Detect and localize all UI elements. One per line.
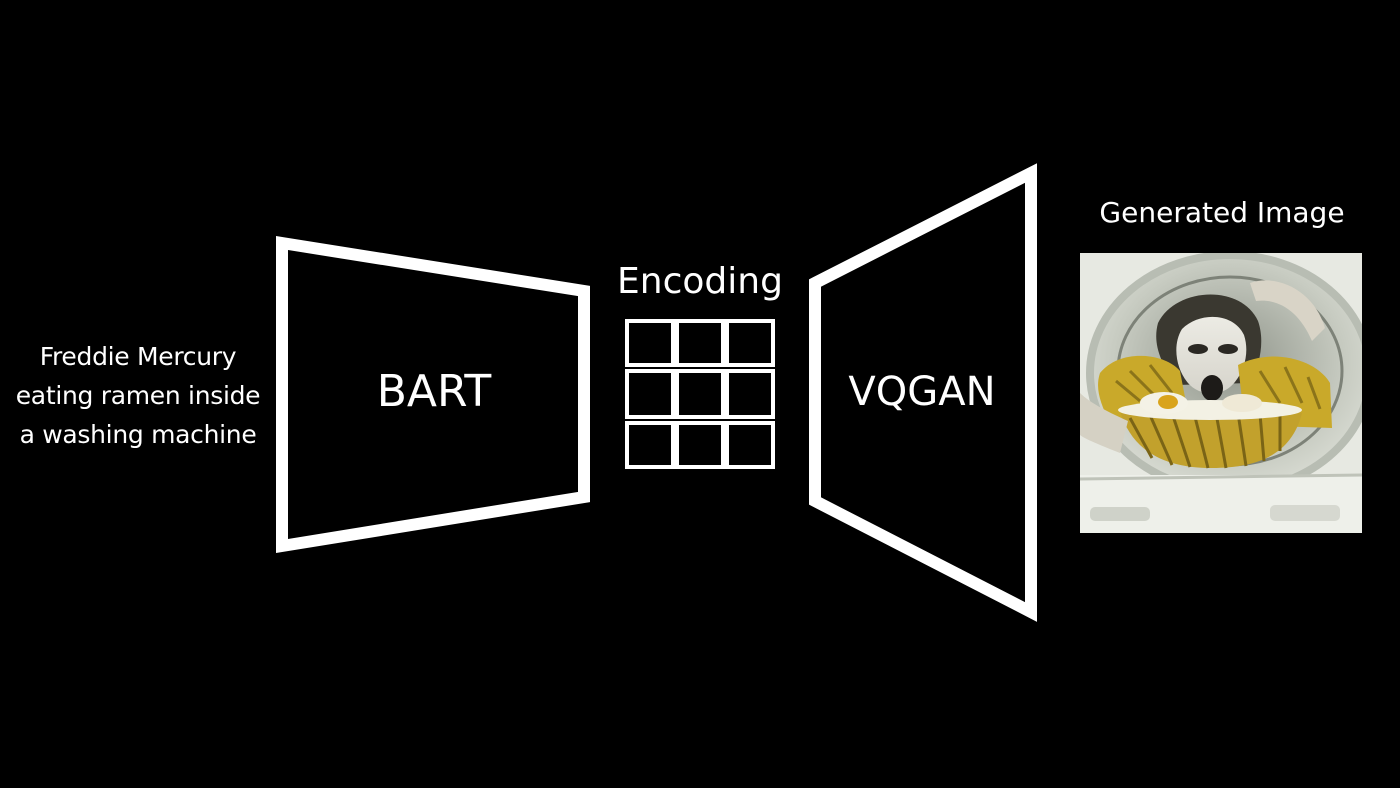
encoding-cell <box>725 421 775 469</box>
encoding-cell <box>725 319 775 367</box>
encoding-cell <box>725 369 775 419</box>
encoding-cell <box>675 421 725 469</box>
vqgan-label: VQGAN <box>848 369 996 415</box>
prompt-line-3: a washing machine <box>19 420 257 449</box>
encoding-cell <box>625 319 675 367</box>
prompt-line-1: Freddie Mercury <box>39 342 237 371</box>
generated-photo-icon <box>1080 253 1362 533</box>
prompt-line-2: eating ramen inside <box>15 381 261 410</box>
encoding-cell <box>675 319 725 367</box>
generated-image <box>1080 253 1362 533</box>
bart-encoder-shape <box>276 235 590 554</box>
bart-label: BART <box>376 366 492 417</box>
encoding-cell <box>675 369 725 419</box>
encoding-label: Encoding <box>617 261 783 302</box>
encoding-grid <box>625 319 775 469</box>
encoding-cell <box>625 369 675 419</box>
vqgan-decoder-shape <box>809 163 1037 622</box>
input-prompt: Freddie Mercury eating ramen inside a wa… <box>4 337 272 454</box>
generated-image-label: Generated Image <box>1099 196 1345 229</box>
encoding-cell <box>625 421 675 469</box>
